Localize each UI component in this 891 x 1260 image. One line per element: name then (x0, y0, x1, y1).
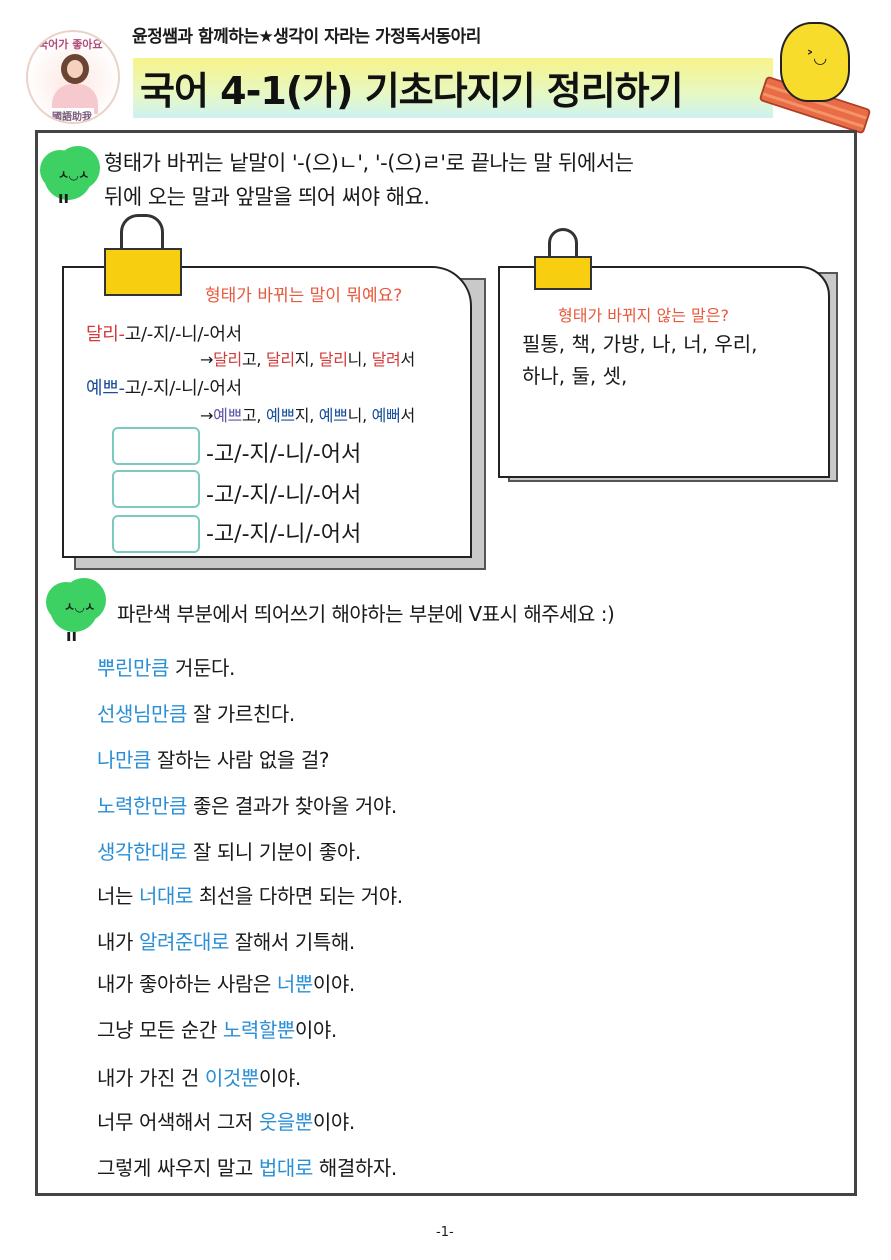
binder-clip-icon (120, 214, 164, 264)
spacing-target-phrase[interactable]: 생각한대로 (97, 840, 187, 864)
spacing-target-phrase[interactable]: 나만큼 (97, 748, 151, 772)
exercise-sentence: 노력한만큼 좋은 결과가 찾아올 거야. (97, 790, 397, 819)
sentence-text: 이야. (312, 1110, 355, 1134)
page-number: -1- (436, 1225, 454, 1240)
sentence-text: 이야. (312, 972, 355, 996)
character-legs-icon: ıı (66, 626, 77, 645)
exercise-sentence: 너는 너대로 최선을 다하면 되는 거야. (97, 880, 403, 909)
sentence-text: 너무 어색해서 그저 (97, 1110, 259, 1134)
sentence-text: 잘 되니 기분이 좋아. (187, 840, 361, 864)
spacing-target-phrase[interactable]: 웃을뿐 (258, 1110, 313, 1134)
club-logo: 국어가 좋아요 國語助我 (26, 30, 120, 124)
spacing-target-phrase[interactable]: 이것뿐 (204, 1066, 259, 1090)
sentence-text: 최선을 다하면 되는 거야. (192, 884, 403, 908)
left-note-card (62, 266, 472, 558)
sentence-text: 그냥 모든 순간 (97, 1018, 223, 1042)
example-yeppeu: 예쁘-고/-지/-니/-어서 (86, 378, 242, 399)
sentence-text: 좋은 결과가 찾아올 거야. (187, 794, 397, 818)
blank-suffix-1: -고/-지/-니/-어서 (206, 442, 362, 467)
exercise-sentence: 내가 알려준대로 잘해서 기특해. (97, 926, 355, 955)
blank-input-1[interactable] (112, 427, 200, 465)
binder-clip-body (534, 256, 592, 290)
sentence-text: 그렇게 싸우지 말고 (97, 1156, 259, 1180)
spacing-target-phrase[interactable]: 법대로 (258, 1156, 313, 1180)
sentence-text: 거둔다. (169, 656, 235, 680)
unchanging-words: 필통, 책, 가방, 나, 너, 우리, 하나, 둘, 셋, (522, 332, 758, 388)
right-card-question: 형태가 바뀌지 않는 말은? (558, 306, 729, 325)
sentence-text: 잘하는 사람 없을 걸? (151, 748, 330, 772)
exercise-sentence: 너무 어색해서 그저 웃을뿐이야. (97, 1106, 355, 1135)
binder-clip-body (104, 248, 182, 296)
content-frame (35, 130, 857, 1196)
example-daliri-forms: →달리고, 달리지, 달리니, 달려서 (200, 350, 415, 369)
exercise-sentence: 생각한대로 잘 되니 기분이 좋아. (97, 836, 361, 865)
character-legs-icon: ıı (58, 188, 69, 207)
spacing-target-phrase[interactable]: 노력할뿐 (222, 1018, 295, 1042)
exercise-sentence: 그냥 모든 순간 노력할뿐이야. (97, 1014, 337, 1043)
sentence-text: 내가 좋아하는 사람은 (97, 972, 277, 996)
blank-input-2[interactable] (112, 470, 200, 508)
left-card-question: 형태가 바뀌는 말이 뭐예요? (205, 286, 403, 306)
example-yeppeu-forms: →예쁘고, 예쁘지, 예쁘니, 예뻐서 (200, 406, 415, 425)
spacing-target-phrase[interactable]: 알려준대로 (138, 930, 229, 954)
title-highlight (133, 58, 773, 118)
sentence-text: 잘 가르친다. (187, 702, 295, 726)
exercise-instruction: 파란색 부분에서 띄어쓰기 해야하는 부분에 V표시 해주세요 :) (117, 602, 615, 626)
blank-suffix-2: -고/-지/-니/-어서 (206, 483, 362, 508)
exercise-sentence: 그렇게 싸우지 말고 법대로 해결하자. (97, 1152, 397, 1181)
spacing-target-phrase[interactable]: 노력한만큼 (97, 794, 187, 818)
sentence-text: 이야. (258, 1066, 301, 1090)
blank-suffix-3: -고/-지/-니/-어서 (206, 522, 362, 547)
sentence-text: 해결하자. (312, 1156, 397, 1180)
mascot-icon: ˃◡ (780, 22, 850, 102)
page-title: 국어 4-1(가) 기초다지기 정리하기 (140, 69, 684, 113)
exercise-sentence: 나만큼 잘하는 사람 없을 걸? (97, 744, 329, 773)
blank-input-3[interactable] (112, 515, 200, 553)
binder-clip-icon (548, 228, 578, 264)
spacing-target-phrase[interactable]: 뿌린만큼 (97, 656, 169, 680)
sentence-text: 너는 (97, 884, 139, 908)
spacing-target-phrase[interactable]: 너대로 (138, 884, 193, 908)
right-note-card (498, 266, 830, 478)
exercise-sentence: 선생님만큼 잘 가르친다. (97, 698, 295, 727)
sentence-text: 잘해서 기특해. (228, 930, 355, 954)
subtitle: 윤정쌤과 함께하는★생각이 자라는 가정독서동아리 (132, 27, 481, 47)
exercise-sentence: 내가 좋아하는 사람은 너뿐이야. (97, 968, 355, 997)
spacing-target-phrase[interactable]: 너뿐 (276, 972, 313, 996)
sentence-text: 내가 (97, 930, 139, 954)
clover-character-icon: ㅅ◡ㅅ (44, 152, 92, 200)
exercise-sentence: 내가 가진 건 이것뿐이야. (97, 1062, 301, 1091)
example-daliri: 달리-고/-지/-니/-어서 (86, 324, 242, 345)
sentence-text: 이야. (294, 1018, 337, 1042)
rule-explanation: 형태가 바뀌는 낱말이 '-(으)ㄴ', '-(으)ㄹ'로 끝나는 말 뒤에서는… (104, 151, 634, 209)
exercise-sentence: 뿌린만큼 거둔다. (97, 652, 235, 681)
spacing-target-phrase[interactable]: 선생님만큼 (97, 702, 187, 726)
clover-character-icon: ㅅ◡ㅅ (50, 584, 98, 632)
sentence-text: 내가 가진 건 (97, 1066, 205, 1090)
